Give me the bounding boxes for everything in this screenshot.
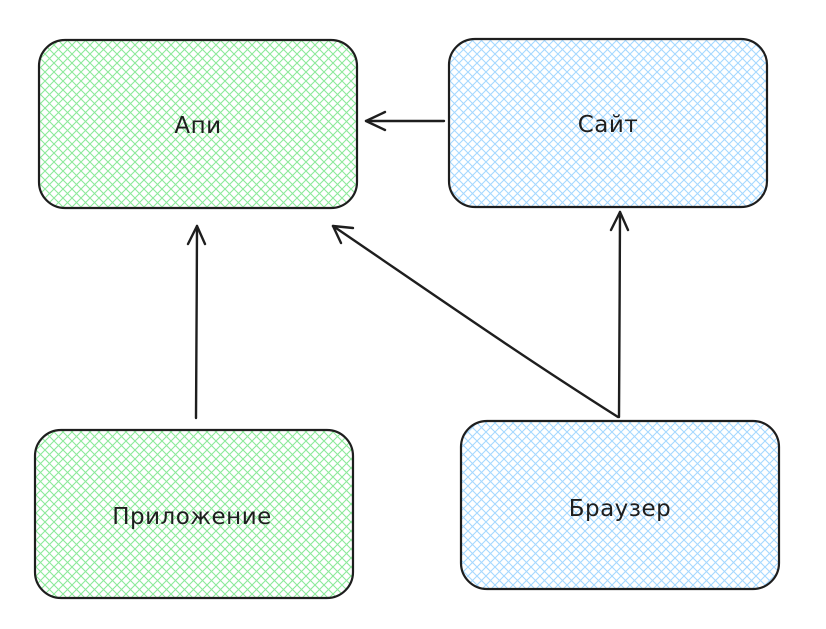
node-app-label: Приложение: [112, 504, 272, 530]
arrowhead-icon: [609, 210, 630, 232]
edge-app-to-api[interactable]: [186, 224, 207, 420]
edge-browser-to-site[interactable]: [609, 210, 630, 419]
node-browser[interactable]: Браузер: [459, 419, 781, 591]
node-api-label: Апи: [174, 113, 221, 139]
node-site[interactable]: Сайт: [447, 37, 769, 209]
node-app-box: [33, 428, 355, 600]
node-site-box: [447, 37, 769, 209]
node-site-label: Сайт: [578, 112, 639, 138]
node-app[interactable]: Приложение: [33, 428, 355, 600]
edge-site-to-api[interactable]: [364, 110, 446, 132]
arrowhead-icon: [331, 224, 355, 245]
node-api[interactable]: Апи: [37, 38, 359, 210]
node-browser-box: [459, 419, 781, 591]
node-api-box: [37, 38, 359, 210]
edge-browser-to-api[interactable]: [331, 224, 620, 419]
node-browser-label: Браузер: [569, 496, 672, 522]
arrowhead-icon: [186, 224, 207, 246]
arrowhead-icon: [364, 110, 387, 132]
